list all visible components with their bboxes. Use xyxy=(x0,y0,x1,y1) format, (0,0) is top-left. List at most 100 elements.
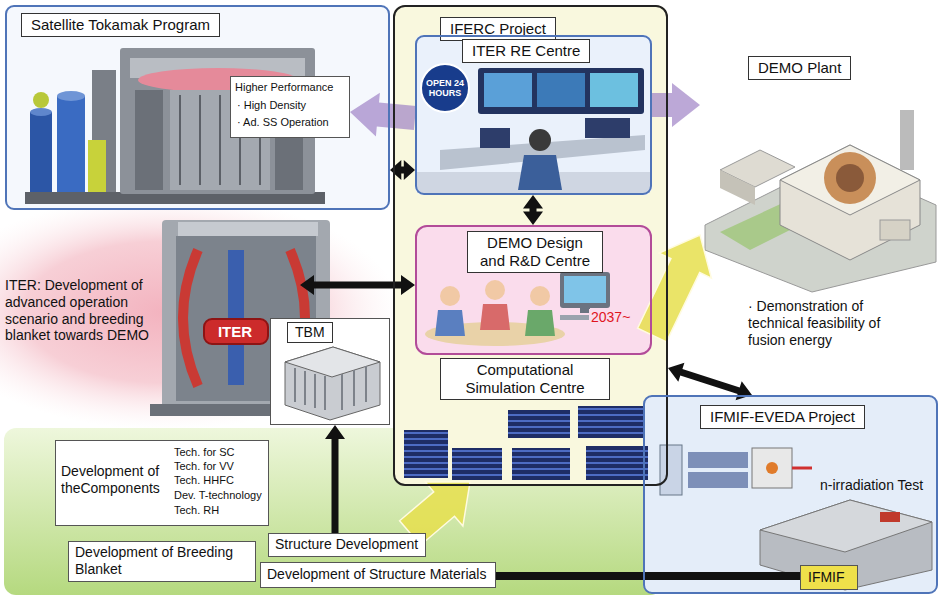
machine-name: ITER xyxy=(205,323,265,341)
project-panel: IFMIF-EVEDA ProjectIFMIF xyxy=(643,395,938,594)
centre-title: Computational Simulation Centre xyxy=(440,358,610,400)
plant-illustration-part xyxy=(824,152,876,204)
centre-box: DEMO Design and R&D Centre xyxy=(415,225,652,355)
control-room-illustration-part xyxy=(590,73,638,107)
ifmif-illustration xyxy=(660,445,932,590)
link-bar xyxy=(496,572,800,580)
task-box: Development of Structure Materials xyxy=(260,562,496,588)
plant-illustration-part xyxy=(880,220,910,240)
meeting-illustration-part xyxy=(480,304,510,330)
meeting-illustration-part xyxy=(530,286,550,306)
ground-fills-part xyxy=(415,35,652,195)
module-box: TBM xyxy=(270,318,390,425)
ifmif-illustration-part xyxy=(760,500,932,552)
tokamak-illustration-part xyxy=(135,90,163,190)
meeting-illustration-part xyxy=(440,286,460,306)
centre-area: Computational Simulation Centre xyxy=(400,358,655,482)
plant-title: DEMO Plant xyxy=(748,56,851,80)
meeting-illustration-part xyxy=(485,280,505,300)
supercomputer-illustration-part xyxy=(508,410,570,438)
supercomputer-illustration-part xyxy=(578,406,644,438)
panel-title: IFERC Project xyxy=(440,17,556,41)
iter-region: ITER: Development of advanced operation … xyxy=(0,205,300,420)
facility-tag: IFMIF xyxy=(800,565,858,590)
supercomputer-illustration xyxy=(404,406,648,480)
ground-fills-part xyxy=(415,225,652,355)
bullet-item: · High Density xyxy=(237,99,306,112)
task-title: Development of Structure Materials xyxy=(267,566,486,583)
double-arrow xyxy=(325,425,345,533)
task-title: Development of Breeding Blanket xyxy=(75,544,247,578)
control-room-illustration-part xyxy=(585,118,630,138)
task-title: Structure Development xyxy=(275,536,418,553)
logo-text: OPEN 24 HOURS xyxy=(423,78,467,99)
supercomputer-illustration-part xyxy=(586,446,648,480)
control-room-illustration-part xyxy=(421,64,469,112)
figure-label: n-irradiation Test xyxy=(820,477,923,494)
control-room-illustration-part xyxy=(529,129,551,151)
date-label: 2037~ xyxy=(589,309,632,326)
flow-arrow xyxy=(638,235,712,342)
meeting-illustration-part xyxy=(435,310,465,336)
ground-fills-part xyxy=(5,5,390,210)
tokamak-illustration-part xyxy=(33,92,49,108)
blanket-module-illustration-part xyxy=(295,366,366,410)
flow-arrow xyxy=(652,83,700,127)
panel-title: IFMIF-EVEDA Project xyxy=(700,405,865,429)
tokamak-illustration-part xyxy=(30,108,52,116)
supercomputer-illustration-part xyxy=(404,430,448,478)
flow-arrow xyxy=(350,93,416,137)
bullet-item: · Ad. SS Operation xyxy=(237,116,329,129)
ifmif-illustration-part xyxy=(688,452,748,468)
facility-name: IFMIF xyxy=(808,569,845,586)
tokamak-illustration-part xyxy=(57,91,85,101)
blanket-module-illustration xyxy=(270,318,390,425)
double-arrow xyxy=(523,195,543,225)
note-box: Higher Performance · High Density · Ad. SS… xyxy=(230,76,350,138)
plant-illustration-part xyxy=(900,110,914,170)
centre-title: DEMO Design and R&D Centre xyxy=(467,231,603,273)
ifmif-illustration-part xyxy=(660,445,682,495)
plant-note: · Demonstration of technical feasibility… xyxy=(748,298,908,348)
ifmif-illustration-part xyxy=(752,448,792,488)
ground-fills-part xyxy=(0,194,400,430)
control-room-illustration-part xyxy=(518,155,562,190)
blanket-module-illustration-part xyxy=(285,347,380,420)
machine-tag: ITER xyxy=(203,318,269,345)
control-room-illustration-part xyxy=(484,73,532,107)
ground-fills xyxy=(0,5,938,595)
task-box: Development of Breeding Blanket xyxy=(68,541,256,582)
task-title: Development of theComponents xyxy=(61,463,169,497)
task-item: Tech. HHFC xyxy=(174,474,234,487)
tokamak-illustration-part xyxy=(57,96,85,192)
centre-title: ITER RE Centre xyxy=(462,39,590,63)
ifmif-illustration-part xyxy=(766,462,778,474)
project-panel: IFERC ProjectITER RE CentreDEMO Design a… xyxy=(393,5,668,486)
iter-illustration-part xyxy=(183,250,198,386)
control-room-illustration xyxy=(417,64,650,193)
module-title: TBM xyxy=(287,322,333,343)
ifmif-illustration-part xyxy=(792,467,812,470)
supercomputer-illustration-part xyxy=(512,448,570,480)
meeting-illustration-part xyxy=(525,310,555,336)
panel-title: Satellite Tokamak Program xyxy=(21,13,220,37)
note-heading: Higher Performance xyxy=(235,81,333,94)
task-item: Dev. T-technology xyxy=(174,489,262,502)
program-panel: Satellite Tokamak ProgramHigher Performa… xyxy=(5,5,390,210)
supercomputer-illustration-part xyxy=(452,448,502,480)
control-room-illustration-part xyxy=(480,128,510,148)
iter-illustration-part xyxy=(178,222,318,236)
control-room-illustration-part xyxy=(537,73,585,107)
task-item: Tech. RH xyxy=(174,504,219,517)
plant-illustration-part xyxy=(780,145,920,260)
tokamak-illustration-part xyxy=(30,112,52,192)
ground-fills-part xyxy=(393,5,668,485)
plant-illustration-part xyxy=(720,170,755,205)
plant-illustration-part xyxy=(836,164,864,192)
plant-illustration xyxy=(705,110,936,292)
meeting-illustration xyxy=(425,272,610,346)
plant-illustration-part xyxy=(780,145,920,215)
task-box: Structure Development xyxy=(268,533,426,557)
tokamak-illustration-part xyxy=(88,140,106,192)
